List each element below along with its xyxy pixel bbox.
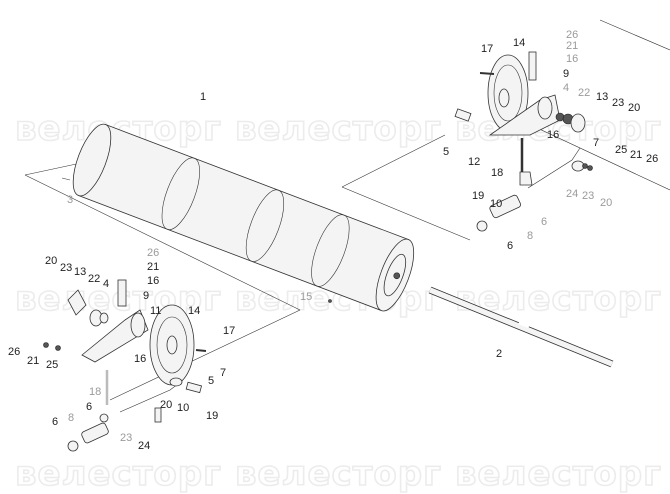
part-number-label: 13	[596, 91, 608, 103]
part-number-label: 6	[86, 401, 92, 413]
watermark-text: велесторг	[235, 109, 442, 149]
part-number-label: 21	[630, 149, 642, 161]
part-number-label: 23	[60, 262, 72, 274]
part-number-label: 9	[143, 290, 149, 302]
part-number-label: 21	[27, 355, 39, 367]
part-number-label: 23	[582, 190, 594, 202]
part-number-label: 23	[612, 97, 624, 109]
part-number-label: 17	[223, 325, 235, 337]
watermark-text: велесторг	[455, 454, 662, 494]
part-number-label: 18	[89, 386, 101, 398]
part-number-label: 9	[563, 68, 569, 80]
part-number-label: 21	[566, 40, 578, 52]
part-number-label: 24	[566, 188, 578, 200]
part-number-label: 6	[52, 416, 58, 428]
part-number-label: 7	[593, 137, 599, 149]
part-number-label: 5	[443, 146, 449, 158]
part-number-label: 12	[468, 156, 480, 168]
assembly-boundary-lines	[24, 19, 670, 401]
part-number-label: 10	[490, 198, 502, 210]
part-number-label: 16	[547, 129, 559, 141]
part-number-label: 14	[513, 37, 525, 49]
part-number-label: 8	[527, 230, 533, 242]
drum-cylinder	[72, 123, 415, 312]
part-number-label: 20	[45, 255, 57, 267]
part-number-label: 6	[507, 240, 513, 252]
part-number-label: 19	[472, 190, 484, 202]
part-number-label: 23	[120, 432, 132, 444]
right-drive-assembly	[454, 51, 593, 232]
part-number-label: 20	[628, 102, 640, 114]
part-number-label: 24	[138, 440, 150, 452]
left-drive-assembly	[43, 279, 207, 452]
part-number-label: 6	[541, 216, 547, 228]
part-number-label: 20	[160, 399, 172, 411]
part-number-label: 17	[481, 43, 493, 55]
part-number-label: 26	[566, 29, 578, 41]
part-number-label: 26	[147, 247, 159, 259]
watermark-text: велесторг	[15, 454, 222, 494]
part-number-label: 14	[188, 305, 200, 317]
part-number-label: 25	[615, 144, 627, 156]
part-number-label: 11	[150, 305, 161, 317]
part-number-label: 16	[134, 353, 146, 365]
part-number-label: 1	[200, 91, 206, 103]
part-number-label: 16	[566, 53, 578, 65]
part-number-label: 20	[600, 197, 612, 209]
part-number-label: 26	[646, 153, 658, 165]
part-number-label: 3	[67, 194, 73, 206]
part-number-label: 10	[177, 402, 189, 414]
part-number-label: 22	[578, 87, 590, 99]
shaft	[61, 177, 614, 368]
part-number-label: 22	[88, 273, 100, 285]
part-number-label: 13	[74, 266, 86, 278]
watermark-text: велесторг	[235, 454, 442, 494]
part-number-label: 16	[147, 275, 159, 287]
part-number-label: 8	[68, 412, 74, 424]
part-number-label: 18	[491, 167, 503, 179]
part-number-label: 26	[8, 346, 20, 358]
part-number-label: 2	[496, 348, 502, 360]
part-number-label: 5	[208, 375, 214, 387]
part-number-label: 7	[220, 367, 226, 379]
part-number-label: 25	[46, 359, 58, 371]
part-number-label: 15	[300, 291, 312, 303]
part-number-label: 4	[103, 278, 109, 290]
part-number-label: 4	[563, 82, 569, 94]
part-number-label: 19	[206, 410, 218, 422]
part-number-label: 21	[147, 261, 159, 273]
